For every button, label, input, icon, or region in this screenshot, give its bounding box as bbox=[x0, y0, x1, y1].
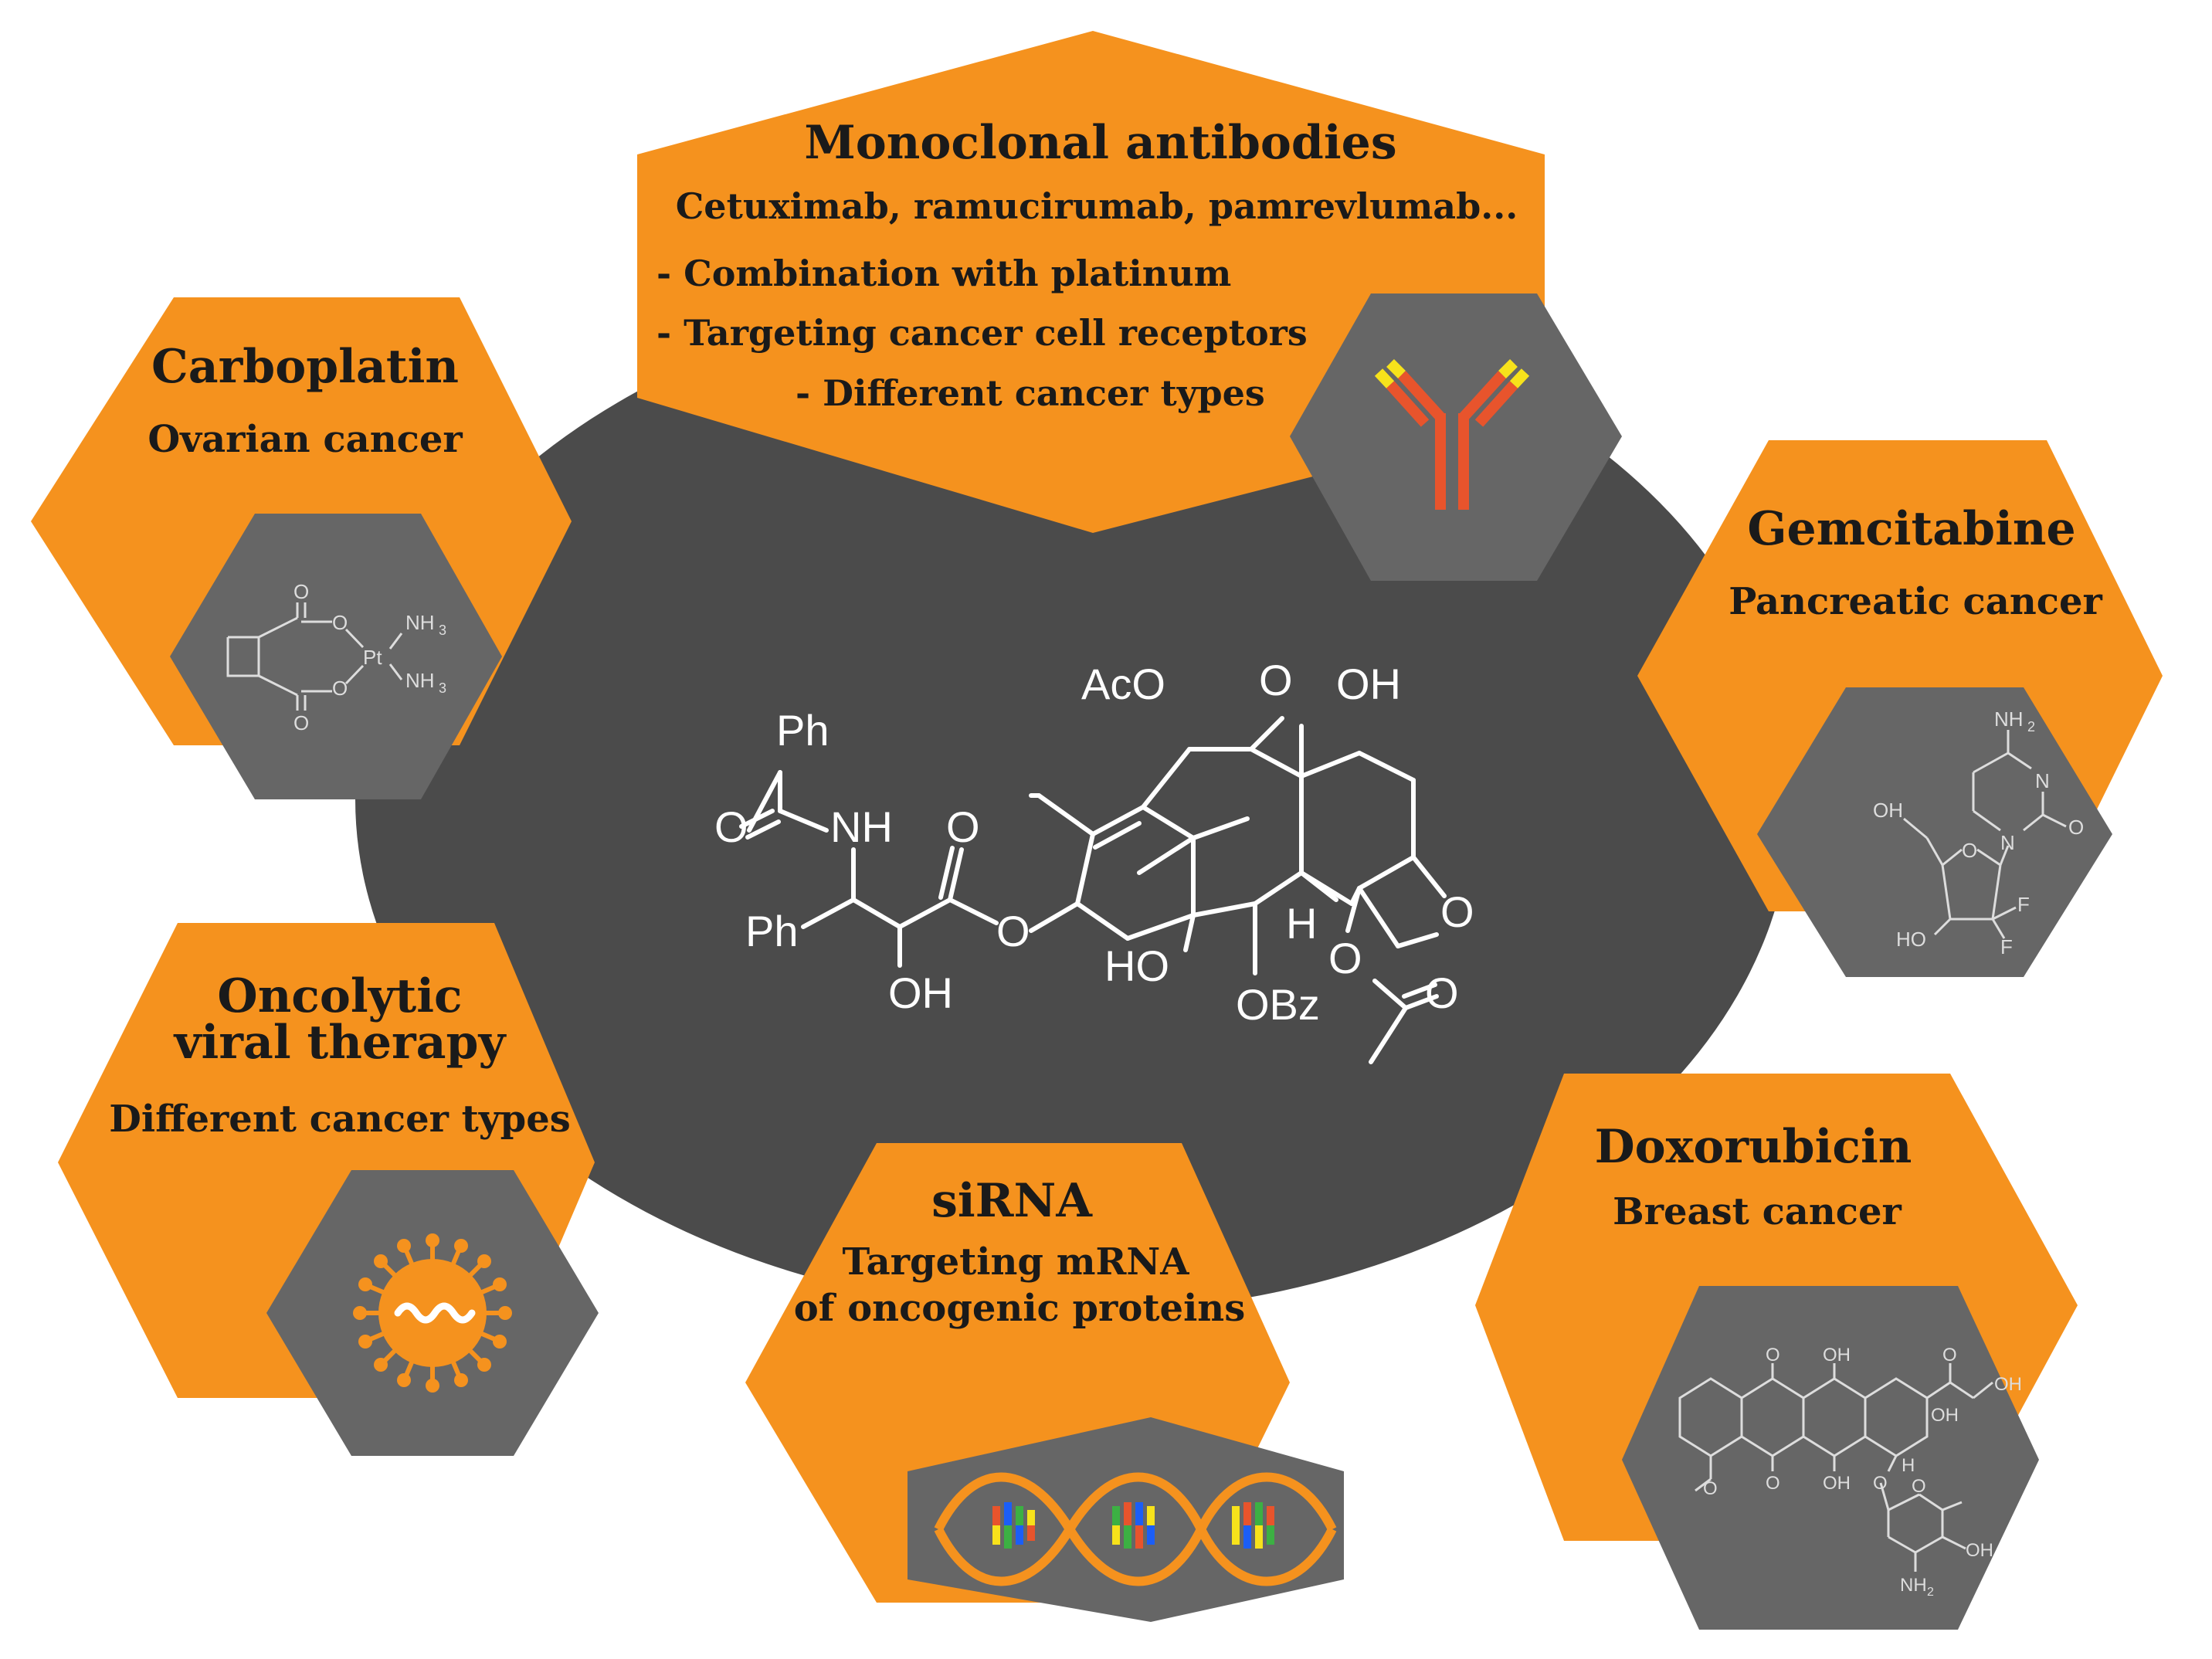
doxorubicin-panel: Doxorubicin Breast cancer bbox=[1475, 1074, 2078, 1630]
monoclonal-subtitle: Cetuximab, ramucirumab, pamrevlumab... bbox=[676, 185, 1518, 227]
doxorubicin-o-link: O bbox=[1873, 1473, 1888, 1494]
paclitaxel-labels: AcO O OH Ph NH O O Ph O OH HO H OBz O O … bbox=[714, 656, 1474, 1029]
gemcitabine-n1: N bbox=[2035, 769, 2050, 792]
carboplatin-o2: O bbox=[332, 611, 348, 634]
gemcitabine-subtitle: Pancreatic cancer bbox=[1729, 580, 2102, 623]
carboplatin-o4: O bbox=[332, 677, 348, 700]
label-amide-o: O bbox=[714, 802, 748, 851]
label-aco: AcO bbox=[1081, 660, 1165, 708]
carboplatin-panel: Carboplatin Ovarian cancer O O O O Pt NH… bbox=[31, 297, 572, 799]
doxorubicin-structure bbox=[1678, 1363, 1993, 1572]
carboplatin-o3: O bbox=[293, 711, 309, 735]
oncolytic-title-line2: viral therapy bbox=[173, 1016, 507, 1070]
doxorubicin-o-sugar: O bbox=[1912, 1476, 1926, 1497]
label-oxetane-o: O bbox=[1440, 887, 1474, 936]
doxorubicin-oh-chain: OH bbox=[1994, 1374, 2022, 1395]
label-ph-side: Ph bbox=[745, 907, 799, 955]
gemcitabine-structure-hexagon bbox=[1757, 687, 2112, 977]
carboplatin-nh3-1-sub: 3 bbox=[439, 623, 446, 638]
gemcitabine-o-carbonyl: O bbox=[2068, 816, 2084, 839]
doxorubicin-oh-sugar: OH bbox=[1966, 1540, 1993, 1561]
label-obz: OBz bbox=[1236, 980, 1320, 1029]
oncolytic-panel: Oncolytic viral therapy Different cancer… bbox=[58, 923, 599, 1456]
gemcitabine-structure bbox=[1903, 730, 2067, 939]
sirna-panel: siRNA Targeting mRNA of oncogenic protei… bbox=[745, 1143, 1344, 1622]
doxorubicin-oh-top: OH bbox=[1823, 1345, 1851, 1366]
gemcitabine-nh2-sub: 2 bbox=[2027, 719, 2035, 735]
carboplatin-structure bbox=[226, 602, 403, 711]
antibody-icon-hexagon bbox=[1290, 293, 1622, 581]
monoclonal-bullet-1: - Combination with platinum bbox=[656, 253, 1231, 294]
doxorubicin-oh-ring: OH bbox=[1931, 1405, 1959, 1426]
doxorubicin-oh-bottom: OH bbox=[1823, 1473, 1851, 1494]
gemcitabine-labels: NH 2 N N O O OH HO F F bbox=[1873, 707, 2084, 958]
doxorubicin-subtitle: Breast cancer bbox=[1613, 1190, 1902, 1233]
gemcitabine-o-ring: O bbox=[1962, 839, 1977, 862]
carboplatin-nh3-2: NH bbox=[405, 669, 435, 692]
carboplatin-pt: Pt bbox=[363, 646, 382, 669]
gemcitabine-panel: Gemcitabine Pancreatic cancer NH bbox=[1637, 440, 2163, 977]
label-ho-ring: HO bbox=[1104, 941, 1169, 990]
doxorubicin-o-methoxy: O bbox=[1703, 1478, 1718, 1499]
monoclonal-bullet-3: - Different cancer types bbox=[796, 372, 1265, 414]
carboplatin-nh3-1: NH bbox=[405, 611, 435, 634]
carboplatin-nh3-2-sub: 3 bbox=[439, 680, 446, 696]
virus-icon bbox=[353, 1233, 512, 1393]
label-ph-top: Ph bbox=[776, 706, 830, 755]
doxorubicin-o-bottom: O bbox=[1766, 1473, 1780, 1494]
label-acetate-link-o: O bbox=[1328, 934, 1362, 982]
oncolytic-subtitle: Different cancer types bbox=[109, 1098, 571, 1141]
label-oh-side: OH bbox=[888, 969, 953, 1017]
label-nh: NH bbox=[830, 802, 893, 851]
doxorubicin-structure-hexagon bbox=[1622, 1286, 2039, 1630]
label-ester-o: O bbox=[946, 802, 980, 851]
gemcitabine-ho: HO bbox=[1896, 928, 1926, 951]
label-ketone-o: O bbox=[1259, 656, 1293, 704]
carboplatin-subtitle: Ovarian cancer bbox=[148, 418, 463, 461]
doxorubicin-o-top2: O bbox=[1942, 1345, 1957, 1366]
doxorubicin-nh2: NH bbox=[1900, 1575, 1927, 1596]
carboplatin-labels: O O O O Pt NH 3 NH 3 bbox=[293, 580, 446, 735]
doxorubicin-nh2-sub: 2 bbox=[1927, 1586, 1934, 1599]
gemcitabine-title: Gemcitabine bbox=[1747, 502, 2075, 556]
carboplatin-title: Carboplatin bbox=[151, 340, 459, 394]
monoclonal-title: Monoclonal antibodies bbox=[804, 116, 1396, 170]
gemcitabine-f2: F bbox=[2000, 935, 2013, 958]
label-oh-top: OH bbox=[1336, 660, 1401, 708]
sirna-title: siRNA bbox=[931, 1174, 1093, 1228]
monoclonal-bullet-2: - Targeting cancer cell receptors bbox=[656, 312, 1308, 354]
antibody-icon bbox=[1374, 359, 1530, 510]
gemcitabine-oh: OH bbox=[1873, 799, 1903, 822]
doxorubicin-h: H bbox=[1902, 1455, 1915, 1476]
sirna-subtitle-line1: Targeting mRNA bbox=[843, 1240, 1190, 1284]
monoclonal-panel: Monoclonal antibodies Cetuximab, ramucir… bbox=[637, 31, 1622, 581]
carboplatin-o1: O bbox=[293, 580, 309, 603]
doxorubicin-o-top1: O bbox=[1766, 1345, 1780, 1366]
dna-helix-icon bbox=[934, 1472, 1337, 1586]
oncolytic-title-line1: Oncolytic bbox=[217, 969, 462, 1023]
paclitaxel-structure bbox=[739, 716, 1447, 1064]
label-ester-link-o: O bbox=[996, 907, 1030, 955]
gemcitabine-f1: F bbox=[2017, 893, 2030, 916]
gemcitabine-nh2: NH bbox=[1994, 707, 2024, 731]
doxorubicin-labels: O OH O OH OH O O OH H O O OH NH 2 bbox=[1703, 1345, 2022, 1599]
carboplatin-structure-hexagon bbox=[170, 514, 502, 799]
doxorubicin-title: Doxorubicin bbox=[1595, 1120, 1912, 1174]
gemcitabine-n2: N bbox=[2000, 831, 2015, 854]
sirna-subtitle-line2: of oncogenic proteins bbox=[794, 1287, 1245, 1330]
label-acetate-o: O bbox=[1425, 969, 1459, 1017]
label-h-ring: H bbox=[1286, 899, 1317, 948]
